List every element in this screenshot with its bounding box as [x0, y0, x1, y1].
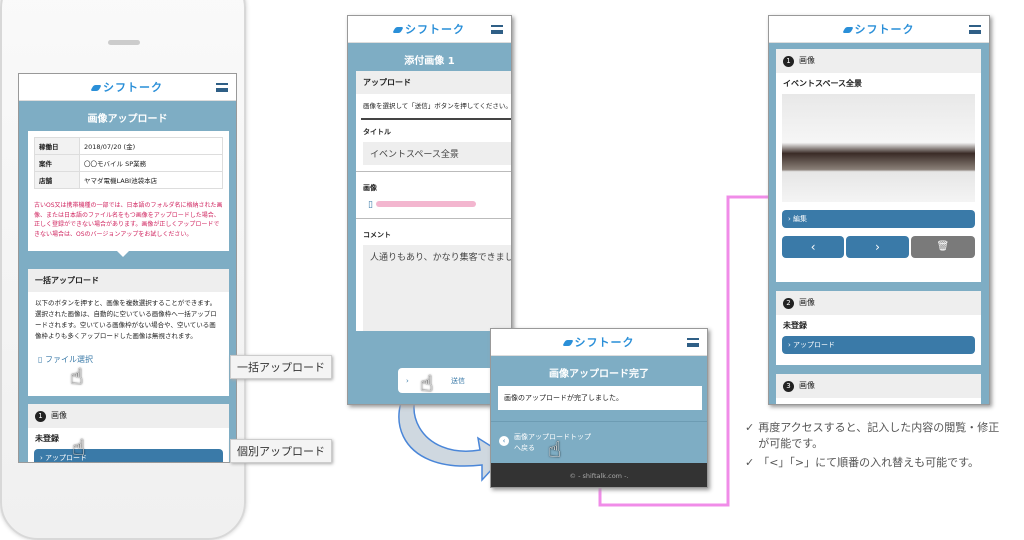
- callout-bulk: 一括アップロード: [230, 355, 332, 379]
- back-link[interactable]: ‹ 画像アップロードトップへ戻る: [499, 432, 591, 454]
- section-header: アップロード: [356, 71, 511, 94]
- complete-message: 画像のアップロードが完了しました。: [498, 386, 702, 410]
- status-unregistered: 未登録: [783, 321, 807, 330]
- page-title: 画像アップロード完了: [549, 369, 649, 380]
- status-unregistered: 未登録: [35, 434, 59, 443]
- table-row: 店舗ヤマダ電機LABI池袋本店: [34, 171, 223, 189]
- brand-logo[interactable]: シフトーク: [90, 79, 163, 95]
- file-icon: ▯: [38, 355, 45, 365]
- hand-cursor-icon: ☝: [70, 365, 84, 390]
- menu-icon[interactable]: [969, 25, 981, 34]
- file-icon: ▯: [368, 200, 376, 210]
- chevron-left-icon: ‹: [499, 436, 509, 446]
- check-icon: ✓: [745, 455, 755, 469]
- page-title: 添付画像 1: [404, 56, 455, 67]
- title-label: タイトル: [363, 128, 391, 136]
- brand-logo[interactable]: シフトーク: [392, 21, 465, 37]
- image-number: 2: [783, 298, 794, 309]
- check-icon: ✓: [745, 421, 755, 434]
- title-input[interactable]: イベントスペース全景: [363, 142, 511, 165]
- blurred-filename: [375, 201, 476, 207]
- menu-icon[interactable]: [216, 83, 228, 92]
- submit-button[interactable]: › 送信: [398, 368, 506, 393]
- move-right-button[interactable]: ›: [846, 236, 909, 258]
- curved-arrow: [398, 371, 507, 482]
- hand-cursor-icon: ☝: [420, 372, 434, 397]
- notes: ✓再度アクセスすると、記入した内容の閲覧・修正が可能です。 ✓「<」「>」にて順…: [745, 421, 1000, 469]
- phone-speaker: [108, 40, 140, 45]
- comment-label: コメント: [363, 231, 391, 239]
- trash-icon[interactable]: 🗑: [910, 236, 975, 258]
- pointer-triangle: [117, 251, 129, 263]
- edit-button[interactable]: › 編集: [782, 210, 975, 228]
- upload-form-card: アップロード 画像を選択して「送信」ボタンを押してください。 タイトル イベント…: [356, 71, 512, 331]
- brand-logo[interactable]: シフトーク: [841, 21, 915, 37]
- middle-screen: シフトーク 添付画像 1 アップロード 画像を選択して「送信」ボタンを押してくだ…: [347, 15, 512, 405]
- move-left-button[interactable]: ‹: [782, 236, 845, 258]
- footer: © - shiftalk.com -.: [491, 463, 707, 487]
- hand-cursor-icon: ☝: [548, 438, 562, 463]
- image-title: イベントスペース全景: [783, 79, 863, 88]
- comment-textarea[interactable]: 人通りもあり、かなり集客できました!: [363, 245, 511, 331]
- image-number: 3: [783, 381, 794, 392]
- menu-icon[interactable]: [491, 25, 503, 34]
- image-number: 1: [783, 56, 794, 67]
- upload-button[interactable]: › アップロード: [782, 336, 975, 354]
- event-space-photo: [782, 94, 975, 202]
- page-title: 画像アップロード: [87, 114, 168, 125]
- instruction-text: 画像を選択して「送信」ボタンを押してください。: [363, 102, 512, 110]
- bulk-upload-text: 以下のボタンを押すと、画像を複数選択することができます。選択された画像は、自動的…: [35, 299, 217, 341]
- image-number: 1: [35, 411, 46, 422]
- upload-button[interactable]: › アップロード: [34, 449, 223, 462]
- warning-text: 古いOS又は携帯機種の一部では、日本語のフォルダ名に格納された画像、または日本語…: [34, 202, 223, 238]
- pink-connector: [598, 195, 780, 507]
- file-select-button[interactable]: ▯ ファイル選択: [38, 355, 93, 365]
- app-header: シフトーク: [19, 74, 236, 101]
- complete-screen: シフトーク 画像アップロード完了 画像のアップロードが完了しました。 ‹ 画像ア…: [490, 328, 708, 488]
- callout-single: 個別アップロード: [230, 439, 332, 463]
- image-label: 画像: [363, 184, 377, 192]
- file-select[interactable]: ▯: [356, 198, 511, 212]
- bulk-upload-card: 一括アップロード 以下のボタンを押すと、画像を複数選択することができます。選択さ…: [28, 269, 229, 396]
- brand-logo[interactable]: シフトーク: [561, 334, 635, 350]
- table-row: 案件〇〇モバイル SP業務: [34, 154, 223, 172]
- menu-icon[interactable]: [687, 338, 699, 347]
- bulk-upload-header: 一括アップロード: [28, 269, 229, 292]
- hand-cursor-icon: ☝: [72, 436, 86, 461]
